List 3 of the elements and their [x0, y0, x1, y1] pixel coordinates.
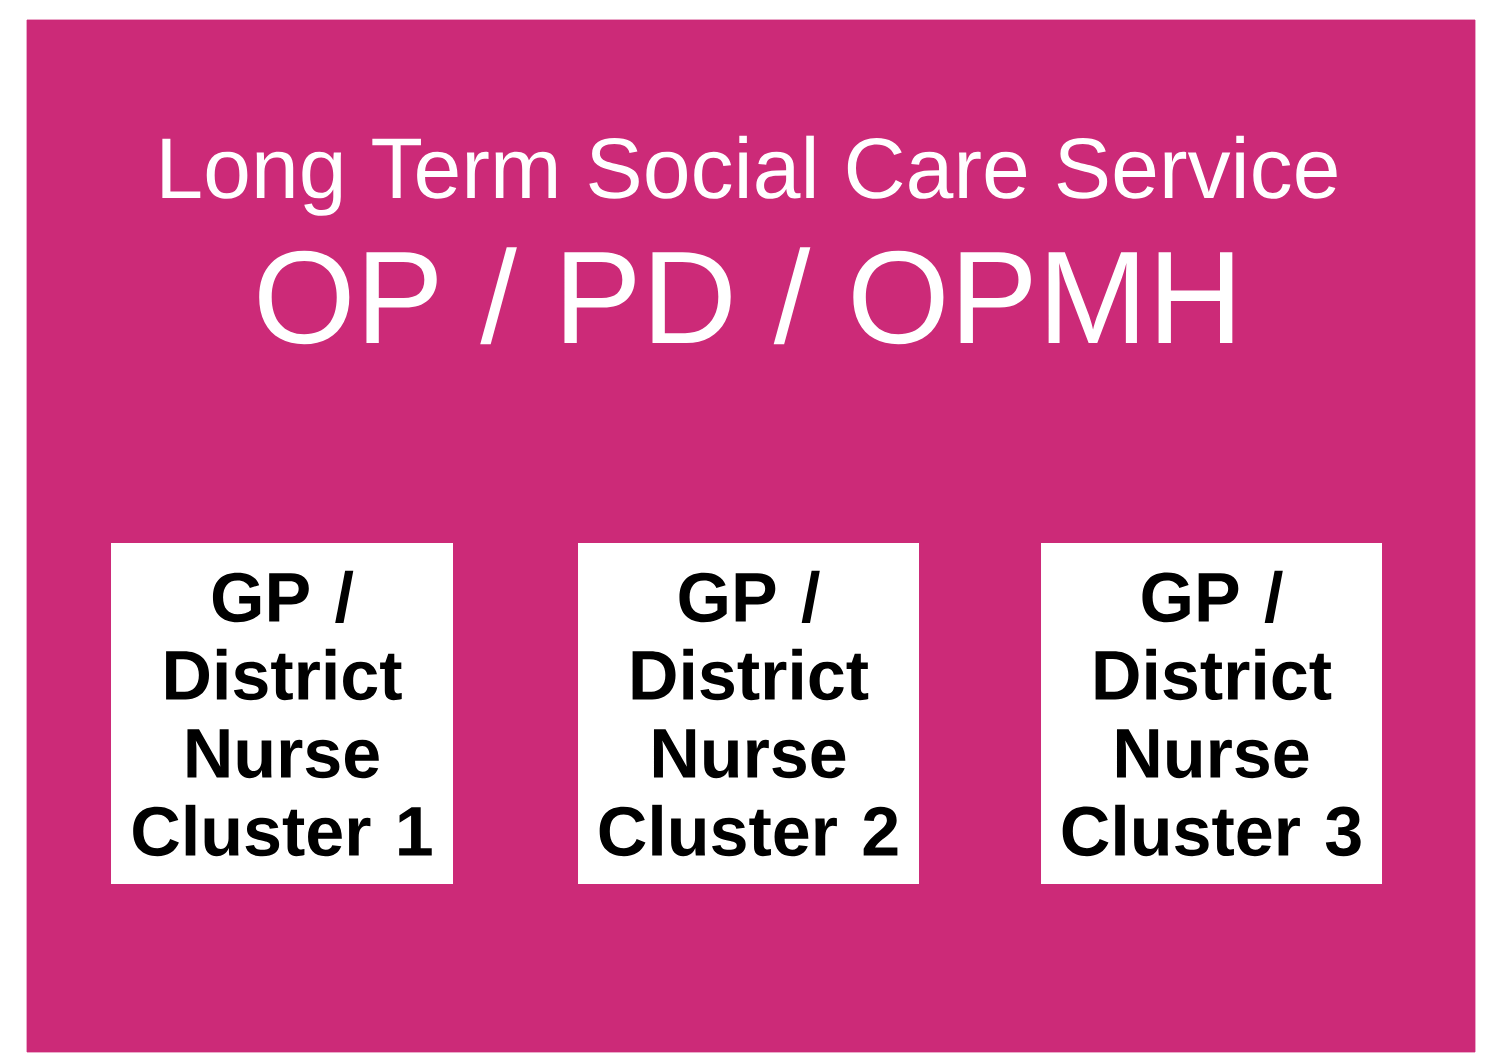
- cluster-box: GP / District Nurse Cluster 2: [578, 543, 919, 884]
- cluster-box: GP / District Nurse Cluster 3: [1041, 543, 1382, 884]
- cluster-box: GP / District Nurse Cluster 1: [111, 543, 453, 884]
